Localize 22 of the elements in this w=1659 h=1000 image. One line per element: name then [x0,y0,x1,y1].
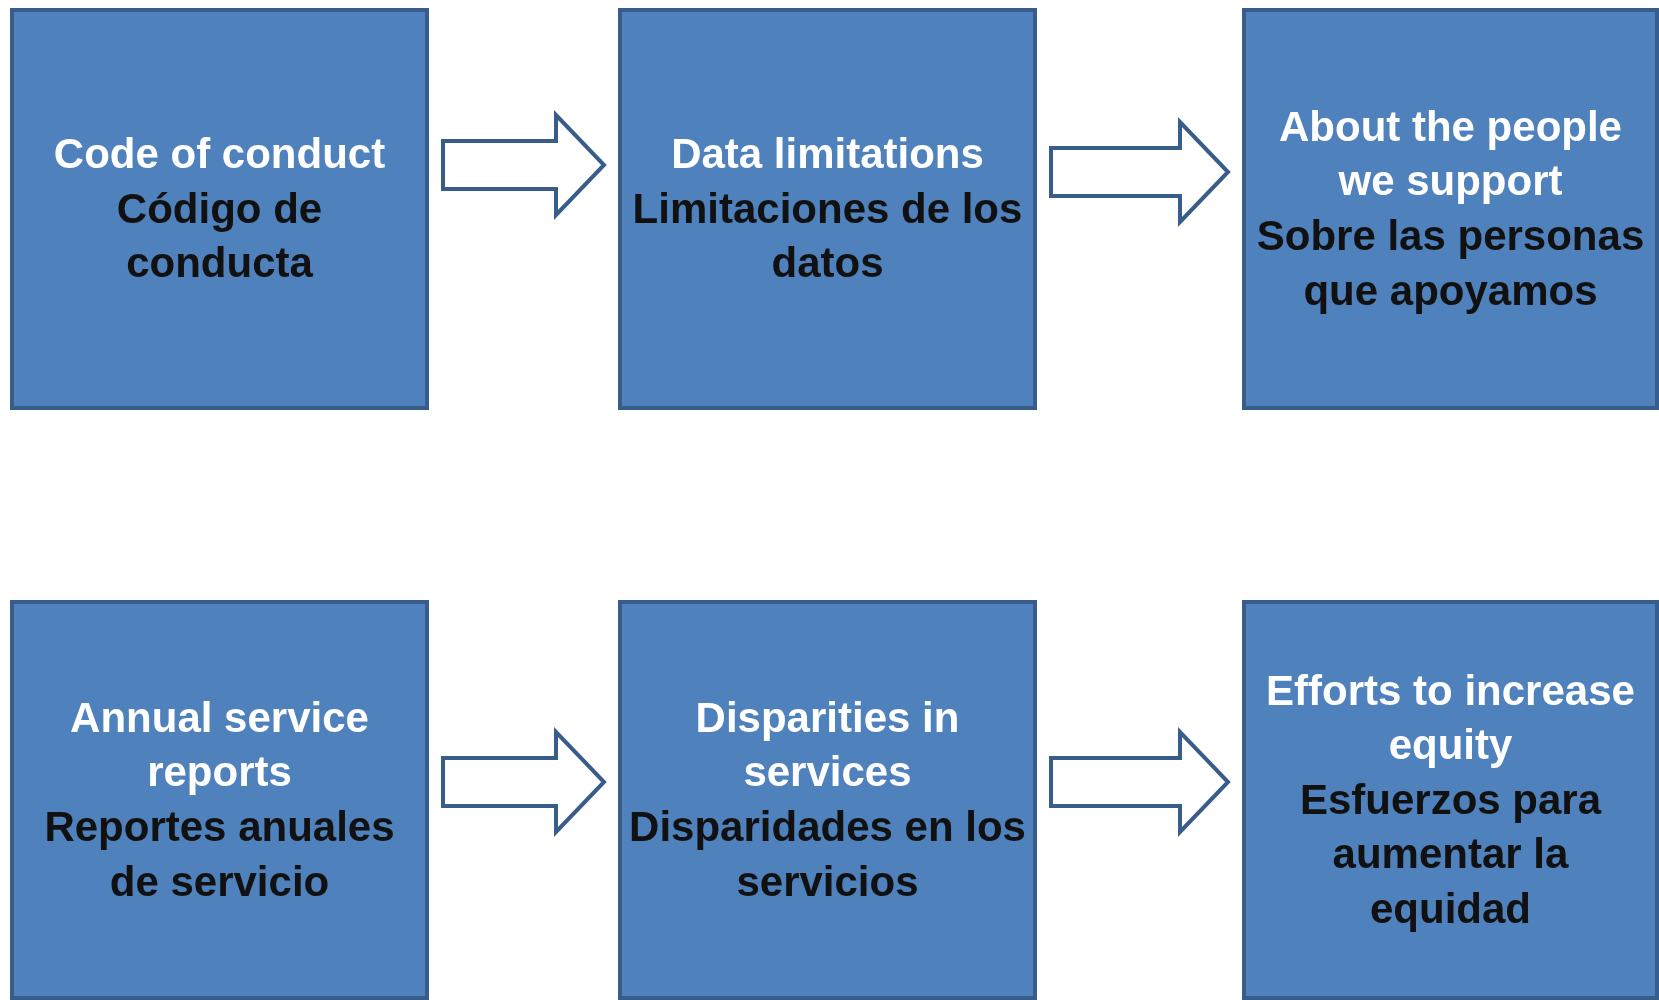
box-text: Annual service reports [69,692,370,798]
box-text: Efforts to increase equity [1265,665,1636,771]
box-text: Disparidades en los servicios [628,802,1027,907]
box-text: Sobre las personas que apoyamos [1255,211,1646,316]
process-box [10,8,429,410]
process-box [618,8,1037,410]
box-text: Código de conducta [115,183,324,289]
block-arrow [441,110,607,220]
block-arrow [441,727,607,837]
block-arrow [1049,117,1231,227]
box-text: Esfuerzos para aumentar la equidad [1298,774,1603,934]
box-text: Data limitations [671,129,984,180]
block-arrow [1049,727,1231,837]
box-text: Reportes anuales de servicio [43,802,396,907]
box-text: About the people we support [1278,101,1623,207]
box-text: Code of conduct [53,129,386,180]
box-text: Disparities in services [694,692,961,798]
process-box [1242,8,1659,410]
process-box [10,600,429,1000]
process-box [618,600,1037,1000]
box-text: Limitaciones de los datos [631,183,1024,289]
process-box [1242,600,1659,1000]
